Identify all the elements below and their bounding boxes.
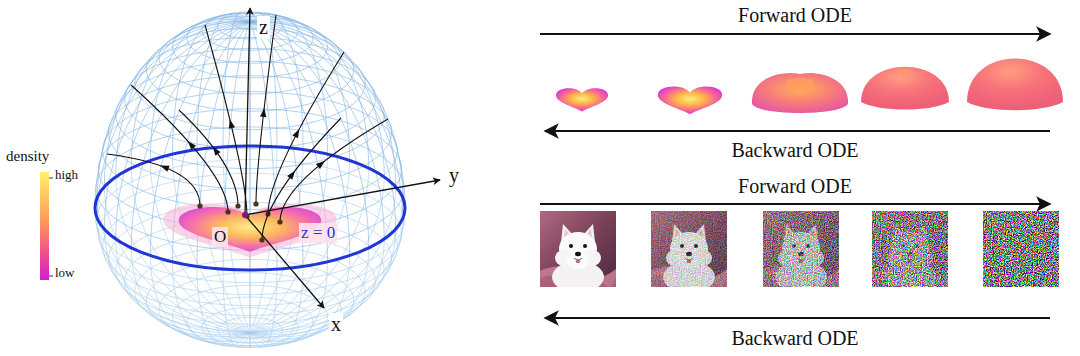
trajectory-arrowhead: [229, 119, 235, 128]
trajectory-arrowhead: [213, 147, 221, 156]
density-blob: [967, 59, 1063, 111]
density-blob: [658, 86, 722, 114]
trajectories: [107, 15, 388, 243]
colorbar-tick: high: [55, 168, 78, 183]
colorbar-tick-mark: [49, 276, 53, 277]
density-blob: [752, 73, 848, 113]
plane-boundary: [95, 146, 405, 270]
mesh-line: [250, 22, 403, 198]
forward-arrow: [540, 33, 1050, 35]
mesh-line: [95, 22, 250, 208]
density-blob: [556, 88, 608, 111]
trajectory-arrowhead: [287, 171, 295, 180]
trajectory-line: [268, 52, 344, 214]
origin-label: O: [212, 227, 228, 247]
trajectory-arrowhead: [160, 166, 170, 172]
arrow-label: Backward ODE: [731, 327, 858, 350]
sample-image: [540, 211, 616, 293]
mesh-line: [116, 239, 250, 337]
hemisphere-mesh: [95, 12, 405, 270]
mesh-line: [250, 22, 396, 229]
trajectory-arrowhead: [260, 108, 266, 117]
axes: [245, 8, 440, 308]
density-halo: [163, 203, 337, 257]
sample-image: [872, 211, 948, 293]
forward-arrow: [540, 203, 1050, 205]
trajectory-line: [262, 118, 341, 240]
sample-image: [651, 211, 727, 293]
density-blob: [861, 67, 949, 110]
trajectory-line: [179, 110, 238, 206]
mesh-line: [250, 239, 384, 337]
trajectory-line: [280, 119, 388, 222]
axis-label: y: [447, 164, 461, 187]
mesh-line: [223, 269, 250, 347]
colorbar: [40, 172, 49, 280]
colorbar-title: density: [6, 148, 49, 165]
mesh-line: [250, 270, 251, 348]
colorbar-tick: low: [55, 266, 75, 281]
sample-point: [235, 203, 240, 208]
mesh-line: [104, 21, 250, 187]
sample-point: [259, 237, 264, 242]
sample-point: [197, 203, 202, 208]
trajectory-line: [256, 15, 276, 204]
axis-label: z: [257, 16, 270, 39]
sample-image: [763, 211, 839, 293]
plane-label: z = 0: [299, 223, 337, 243]
mesh-line: [104, 22, 250, 229]
mesh-line: [131, 248, 250, 339]
arrow-label: Forward ODE: [738, 175, 852, 198]
trajectory-arrowhead: [188, 141, 196, 150]
trajectory-line: [107, 154, 200, 206]
trajectory-line: [131, 85, 228, 212]
mesh-line: [250, 22, 403, 219]
sample-point: [253, 201, 258, 206]
mesh-line: [250, 22, 405, 208]
trajectory-line: [205, 25, 247, 216]
sample-image: [983, 211, 1059, 287]
mesh-line: [250, 248, 369, 339]
axis-label: x: [329, 313, 343, 336]
z-axis: [245, 8, 250, 215]
arrow-label: Backward ODE: [731, 139, 858, 162]
arrow-label: Forward ODE: [738, 4, 852, 27]
mesh-line: [173, 262, 251, 344]
mesh-line: [116, 177, 250, 333]
trajectory-arrowhead: [316, 161, 325, 169]
backward-arrow: [545, 130, 1050, 132]
mesh-line: [97, 219, 250, 334]
trajectory-arrowhead: [292, 129, 299, 138]
backward-arrow: [545, 317, 1050, 319]
mesh-line: [197, 266, 250, 346]
origin-dot: [242, 212, 248, 218]
sample-point: [277, 219, 282, 224]
sample-point: [225, 209, 230, 214]
colorbar-tick-mark: [49, 178, 53, 179]
